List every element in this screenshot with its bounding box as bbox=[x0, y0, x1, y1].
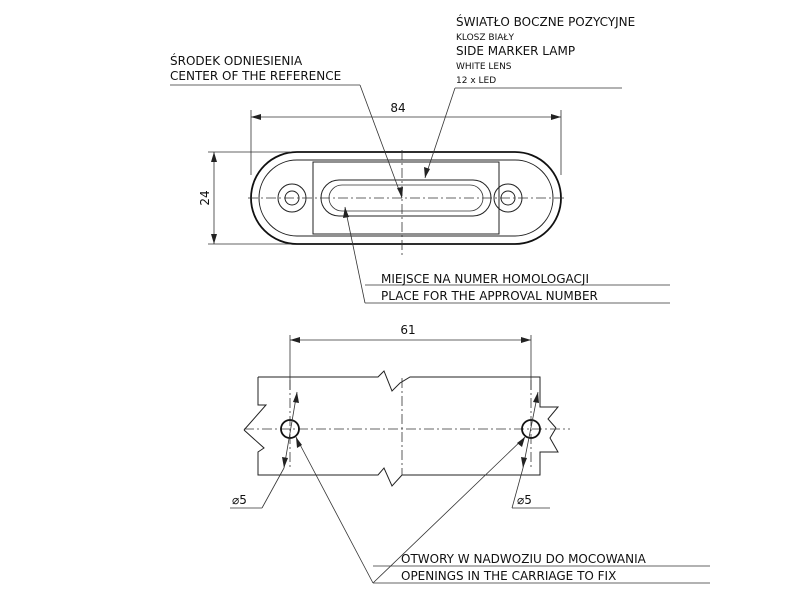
lamp-lens bbox=[312, 161, 500, 235]
lamp-housing-inner bbox=[258, 159, 554, 237]
dimension-hole-diameter-right: ⌀5 bbox=[511, 391, 550, 509]
leader-carriage-openings: OTWORY W NADWOZIU DO MOCOWANIA OPENINGS … bbox=[295, 436, 710, 584]
dimension-length: 84 bbox=[250, 101, 562, 175]
leader-center-reference: ŚRODEK ODNIESIENIA CENTER OF THE REFEREN… bbox=[170, 53, 403, 199]
label-lamp-title-pl: ŚWIATŁO BOCZNE POZYCYJNE bbox=[456, 14, 635, 29]
label-lamp-lens-pl: KLOSZ BIAŁY bbox=[456, 33, 514, 43]
dimension-hole-diameter-right-value: ⌀5 bbox=[517, 493, 532, 507]
label-center-pl: ŚRODEK ODNIESIENIA bbox=[170, 53, 303, 68]
label-lamp-led: 12 x LED bbox=[456, 76, 496, 86]
label-holes-pl: OTWORY W NADWOZIU DO MOCOWANIA bbox=[401, 552, 647, 566]
dimension-height: 24 bbox=[198, 151, 290, 245]
carriage-hole-left bbox=[280, 419, 300, 439]
label-center-en: CENTER OF THE REFERENCE bbox=[170, 69, 341, 83]
label-approval-pl: MIEJSCE NA NUMER HOMOLOGACJI bbox=[381, 272, 589, 286]
label-approval-en: PLACE FOR THE APPROVAL NUMBER bbox=[381, 289, 598, 303]
dimension-height-value: 24 bbox=[198, 190, 212, 205]
dimension-hole-diameter-left: ⌀5 bbox=[230, 391, 299, 509]
lamp-top-view bbox=[248, 150, 565, 255]
dimension-hole-spacing: 61 bbox=[289, 323, 532, 390]
leader-approval-number: MIEJSCE NA NUMER HOMOLOGACJI PLACE FOR T… bbox=[343, 206, 670, 304]
dimension-length-value: 84 bbox=[390, 101, 405, 115]
label-holes-en: OPENINGS IN THE CARRIAGE TO FIX bbox=[401, 569, 616, 583]
dimension-hole-spacing-value: 61 bbox=[400, 323, 415, 337]
label-lamp-lens-en: WHITE LENS bbox=[456, 62, 512, 72]
leader-side-marker-lamp: ŚWIATŁO BOCZNE POZYCYJNE KLOSZ BIAŁY SID… bbox=[424, 14, 635, 179]
carriage-hole-right bbox=[521, 419, 541, 439]
label-lamp-title-en: SIDE MARKER LAMP bbox=[456, 44, 575, 58]
carriage-section-view bbox=[243, 370, 570, 487]
dimension-hole-diameter-left-value: ⌀5 bbox=[232, 493, 247, 507]
